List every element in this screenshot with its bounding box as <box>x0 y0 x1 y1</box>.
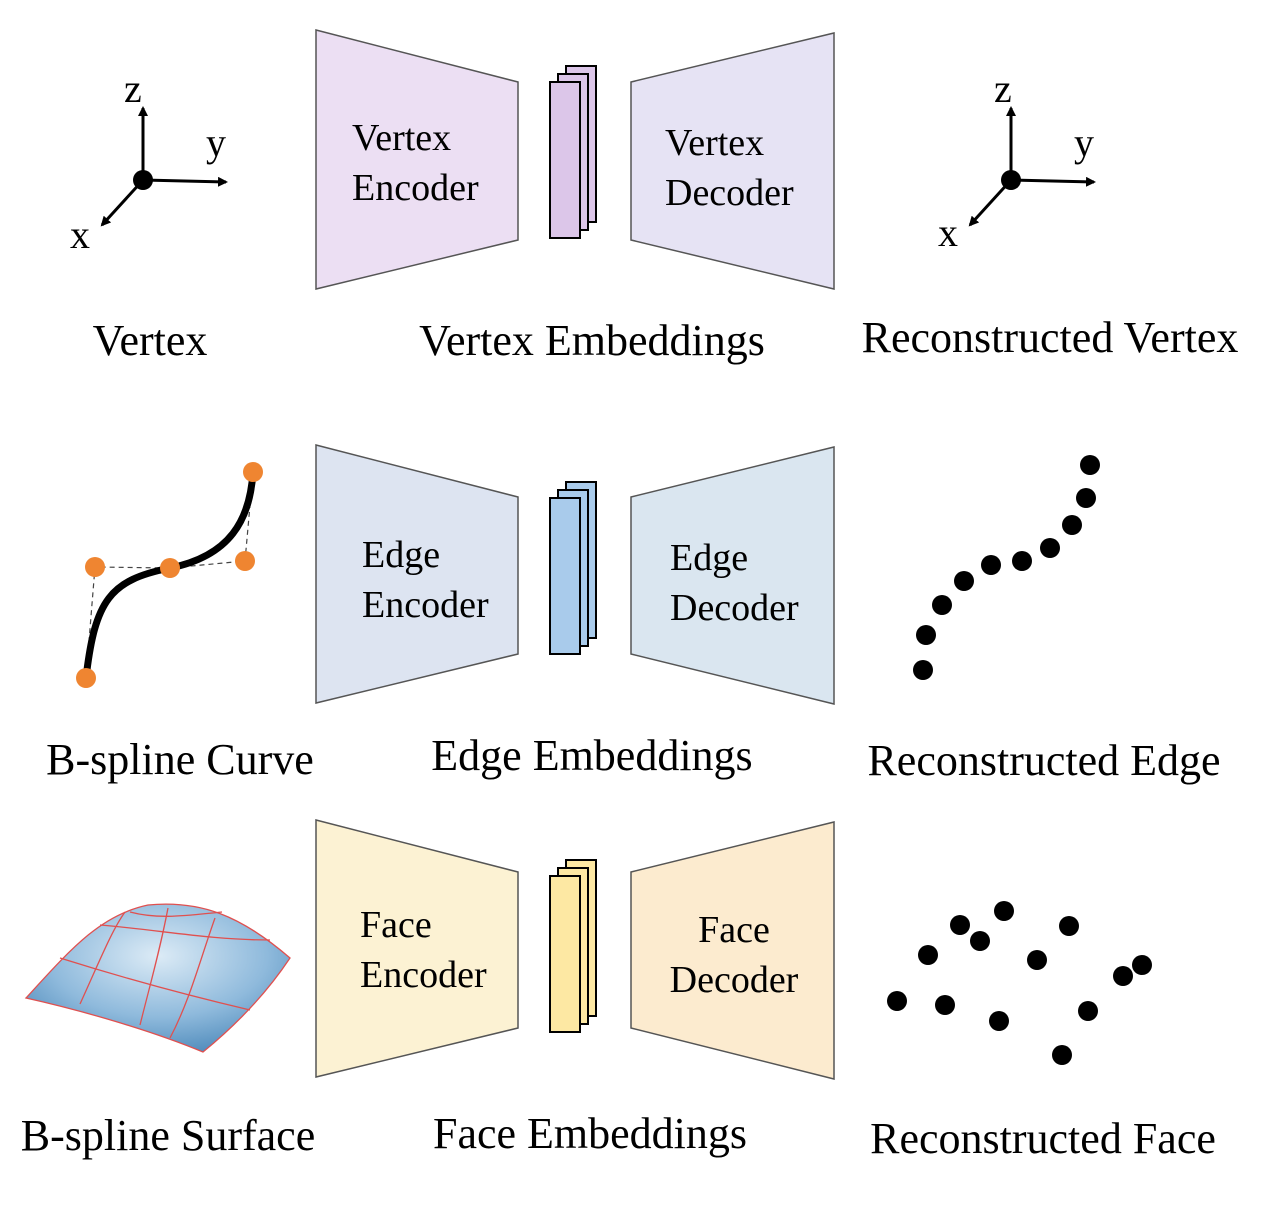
embedding-label: Face Embeddings <box>433 1109 747 1158</box>
control-point <box>160 558 180 578</box>
input-axes-icon: z y x <box>70 66 228 257</box>
sample-point <box>1132 955 1152 975</box>
input-label: Vertex <box>93 316 208 365</box>
input-label: B-spline Surface <box>21 1111 315 1160</box>
edge-decoder-line-2: Decoder <box>670 587 799 629</box>
sample-point <box>1027 950 1047 970</box>
output-label: Reconstructed Vertex <box>862 313 1239 362</box>
sample-point <box>950 915 970 935</box>
sample-point <box>1040 538 1060 558</box>
reconstructed-face-points <box>887 901 1152 1065</box>
edge-embedding-stack <box>549 481 597 655</box>
vertex-encoder-line-1: Vertex <box>352 117 451 159</box>
row-edge: B-spline Curve Edge Encoder Edge Embeddi… <box>46 444 1221 785</box>
embedding-label: Vertex Embeddings <box>419 316 765 365</box>
axis-y-label: y <box>206 120 226 165</box>
sample-point <box>989 1011 1009 1031</box>
face-decoder-trapezoid <box>630 821 835 1080</box>
output-label: Reconstructed Edge <box>867 736 1220 785</box>
face-encoder-trapezoid <box>315 819 519 1078</box>
edge-encoder-trapezoid <box>315 444 519 704</box>
sample-point <box>1052 1045 1072 1065</box>
control-point <box>76 668 96 688</box>
bspline-curve-icon <box>76 462 263 688</box>
sample-point <box>916 625 936 645</box>
edge-encoder-line-1: Edge <box>362 534 440 576</box>
control-point <box>85 557 105 577</box>
sample-point <box>1062 515 1082 535</box>
input-label: B-spline Curve <box>46 735 314 784</box>
sample-point <box>1113 966 1133 986</box>
sample-point <box>994 901 1014 921</box>
face-embedding-stack <box>549 859 597 1033</box>
face-encoder-line-1: Face <box>360 904 432 946</box>
bspline-surface-icon <box>24 903 291 1053</box>
edge-encoder-line-2: Encoder <box>362 584 489 626</box>
sample-point <box>1078 1001 1098 1021</box>
output-label: Reconstructed Face <box>870 1114 1216 1163</box>
control-point <box>243 462 263 482</box>
sample-point <box>1076 488 1096 508</box>
vertex-decoder-trapezoid <box>630 32 835 290</box>
reconstructed-edge-points <box>913 455 1100 680</box>
sample-point <box>932 595 952 615</box>
edge-decoder-trapezoid <box>630 446 835 705</box>
sample-point <box>1012 551 1032 571</box>
axis-x-label: x <box>70 212 90 257</box>
vertex-encoder-line-2: Encoder <box>352 167 479 209</box>
face-decoder-line-2: Decoder <box>670 959 799 1001</box>
axis-y-label: y <box>1074 120 1094 165</box>
output-axes-icon: z y x <box>938 66 1096 255</box>
sample-point <box>887 991 907 1011</box>
edge-decoder-line-1: Edge <box>670 537 748 579</box>
vertex-decoder-line-1: Vertex <box>665 122 764 164</box>
vertex-encoder-trapezoid <box>315 29 519 290</box>
face-decoder-line-1: Face <box>698 909 770 951</box>
axis-z-label: z <box>124 66 142 111</box>
sample-point <box>1080 455 1100 475</box>
face-encoder-line-2: Encoder <box>360 954 487 996</box>
sample-point <box>981 555 1001 575</box>
axis-z-label: z <box>994 66 1012 111</box>
control-point <box>235 551 255 571</box>
sample-point <box>935 995 955 1015</box>
vertex-decoder-line-2: Decoder <box>665 172 794 214</box>
sample-point <box>970 931 990 951</box>
row-vertex: z y x Vertex Vertex Encoder Vertex Embed… <box>70 29 1239 365</box>
sample-point <box>1059 916 1079 936</box>
embedding-label: Edge Embeddings <box>431 731 752 780</box>
row-face: B-spline Surface Face Encoder Face Embed… <box>21 819 1216 1163</box>
axis-x-label: x <box>938 210 958 255</box>
sample-point <box>954 571 974 591</box>
sample-point <box>913 660 933 680</box>
vertex-embedding-stack <box>549 65 597 239</box>
sample-point <box>918 945 938 965</box>
